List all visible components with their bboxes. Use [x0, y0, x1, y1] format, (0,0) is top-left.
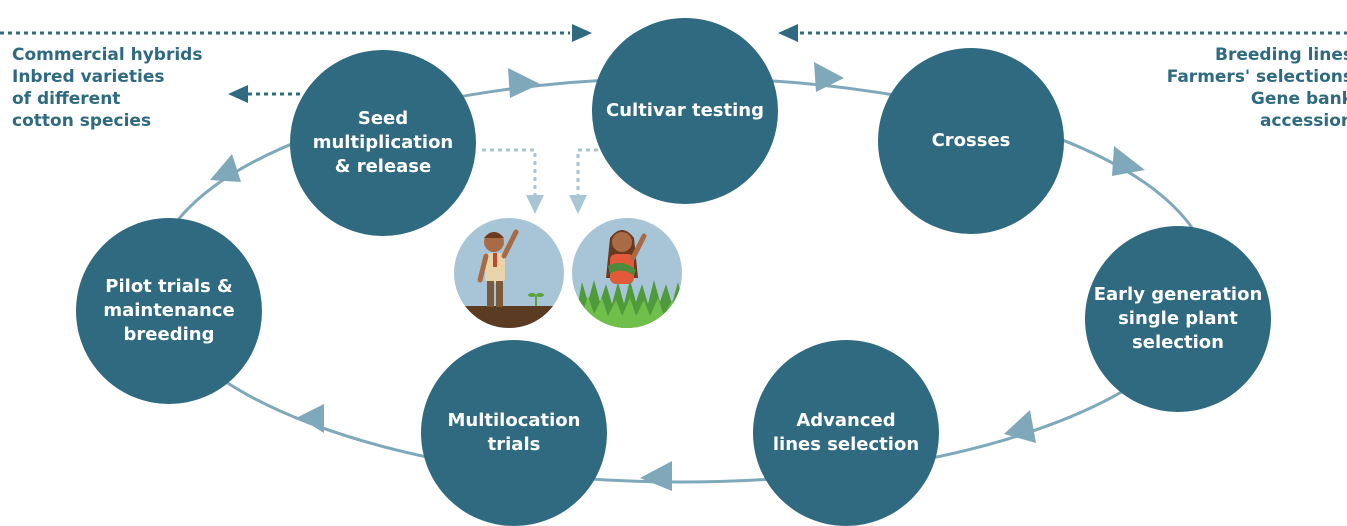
node-early-generation: Early generation single plant selection — [1085, 226, 1271, 412]
node-label: Crosses — [931, 130, 1011, 151]
cycle-arrowhead-5 — [640, 461, 672, 491]
cycle-arrowhead-4 — [1004, 410, 1036, 443]
outputs-list: Commercial hybrids Inbred varieties of d… — [12, 44, 202, 132]
node-label: Multilocation trials — [447, 410, 581, 455]
outputs-item: Commercial hybrids — [12, 45, 203, 65]
cycle-arrowhead-2 — [814, 62, 844, 92]
cycle-arrowhead-6 — [298, 404, 324, 433]
cycle-arrowhead-1 — [508, 68, 540, 98]
node-cultivar-testing: Cultivar testing — [592, 18, 778, 204]
outputs-item: cotton species — [12, 111, 152, 131]
inputs-list: Breeding lines Farmers' selections Gene … — [1167, 44, 1347, 132]
male-farmer-icon — [454, 218, 564, 328]
node-advanced-lines: Advanced lines selection — [753, 340, 939, 526]
outputs-item: Inbred varieties — [12, 67, 165, 87]
cycle-arrowhead-3 — [1112, 146, 1145, 176]
seed-to-farmer-dotted — [482, 148, 537, 195]
inputs-item: Gene bank — [1250, 89, 1347, 109]
node-label: Seed multiplication & release — [312, 108, 454, 177]
node-label: Early generation single plant selection — [1093, 284, 1263, 353]
testing-to-farmer-arrowhead — [569, 195, 587, 214]
outputs-dotted-arrowhead — [228, 85, 248, 103]
node-multilocation: Multilocation trials — [421, 340, 607, 526]
outputs-item: of different — [12, 89, 121, 109]
testing-to-farmer-dotted — [576, 148, 606, 195]
node-crosses: Crosses — [878, 48, 1064, 234]
inputs-item: accession — [1259, 111, 1347, 131]
node-seed-multiplication: Seed multiplication & release — [290, 50, 476, 236]
female-farmer-icon — [572, 218, 682, 328]
seed-to-farmer-arrowhead — [526, 195, 544, 214]
top-left-dotted-arrowhead — [572, 24, 592, 42]
inputs-item: Breeding lines — [1215, 45, 1347, 65]
node-pilot-trials: Pilot trials & maintenance breeding — [76, 218, 262, 404]
node-label: Advanced lines selection — [772, 410, 920, 455]
inputs-item: Farmers' selections — [1166, 67, 1347, 87]
top-right-dotted-arrowhead — [778, 24, 798, 42]
cycle-arrows — [210, 62, 1145, 491]
node-label: Cultivar testing — [606, 100, 764, 121]
node-label: Pilot trials & maintenance breeding — [103, 276, 235, 345]
cycle-arrowhead-7 — [210, 154, 241, 182]
